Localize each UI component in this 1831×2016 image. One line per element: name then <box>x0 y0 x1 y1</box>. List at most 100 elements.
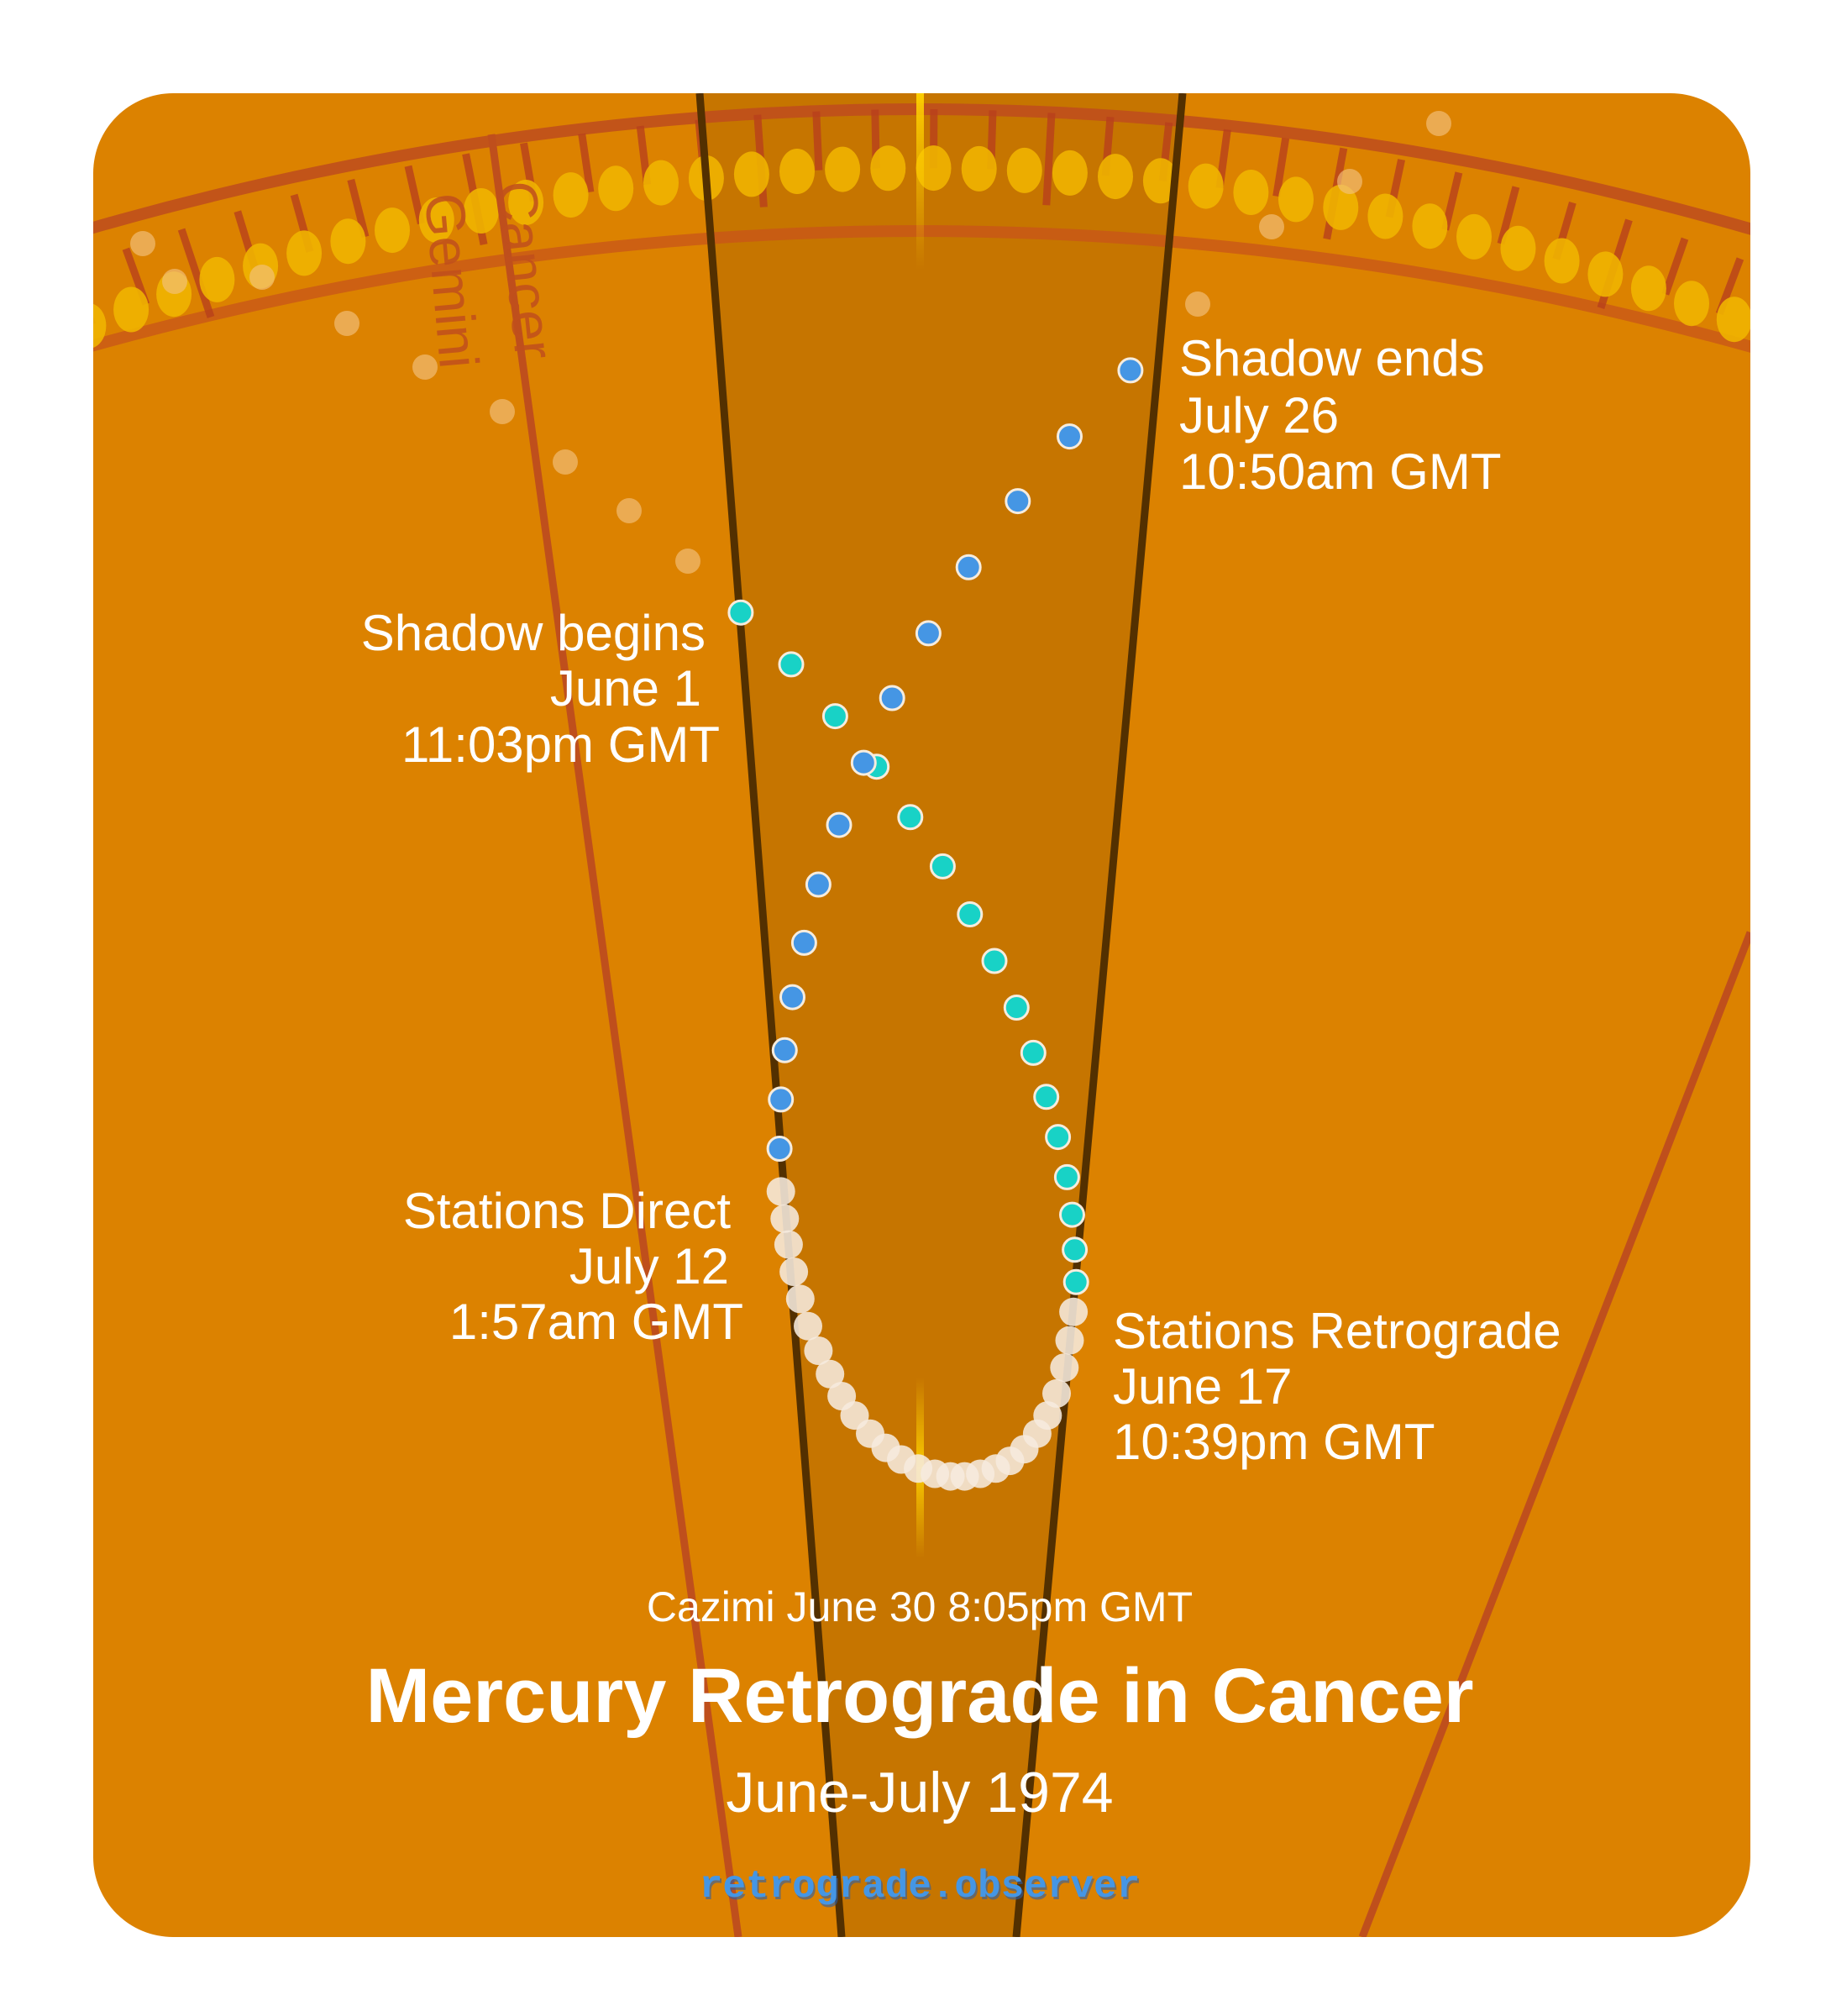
watermark-link[interactable]: retrograde.observer <box>700 1865 1141 1908</box>
degree-tick <box>347 178 370 239</box>
sun-center-line-top <box>916 93 924 270</box>
path-dot <box>1003 995 1030 1021</box>
sun-dot <box>29 320 64 365</box>
sun-dot <box>1630 265 1666 312</box>
pre-shadow-dots <box>727 599 1089 1295</box>
sun-dot <box>1412 203 1448 249</box>
sun-dot <box>1544 238 1580 284</box>
path-dot <box>816 1359 845 1389</box>
sign-label-gemini: Gemini <box>413 191 491 371</box>
degree-tick <box>1441 171 1463 231</box>
degree-tick <box>177 228 215 318</box>
sun-dot <box>463 188 499 234</box>
sun-dot <box>113 286 150 333</box>
path-dot <box>897 804 924 831</box>
sun-dot <box>779 149 815 194</box>
path-dot <box>774 1230 803 1259</box>
sun-dot <box>825 146 861 192</box>
shadow-end-boundary <box>1012 93 1187 1937</box>
path-dot <box>1062 1268 1089 1295</box>
sun-dot <box>1587 251 1624 297</box>
sun-dot <box>733 151 769 197</box>
shadow-ends-time: 10:50am GMT <box>1179 444 1501 500</box>
sun-dot <box>1500 225 1536 271</box>
sun-dot <box>508 180 544 225</box>
degree-tick <box>1497 186 1520 245</box>
path-dot <box>827 1382 857 1410</box>
label-stations-retrograde: Stations Retrograde June 17 10:39pm GMT <box>1113 1303 1561 1470</box>
shadow-ends-date: July 26 <box>1179 387 1339 444</box>
stations-direct-date: July 12 <box>569 1238 729 1294</box>
sun-dot <box>1716 297 1750 343</box>
degree-tick <box>93 268 96 326</box>
path-dot <box>850 749 877 776</box>
degree-tick <box>1272 137 1290 197</box>
path-dot <box>1059 1297 1089 1326</box>
path-dot <box>804 1336 833 1365</box>
path-dot <box>1042 1378 1071 1408</box>
sun-dot <box>1188 163 1224 209</box>
sun-dot <box>598 165 634 212</box>
sun-dot <box>0 339 22 384</box>
path-dot <box>805 871 832 898</box>
sun-dot <box>1006 147 1042 193</box>
sun-dot <box>1801 331 1831 376</box>
degree-tick <box>16 291 39 346</box>
sun-dot <box>1367 193 1403 239</box>
sign-boundary-line-right <box>1358 931 1750 1937</box>
path-dot <box>785 1284 815 1314</box>
faint-dots <box>130 111 1451 574</box>
path-dot <box>915 620 942 647</box>
post-shadow-dots <box>766 357 1144 1162</box>
sun-dot <box>643 160 679 206</box>
degree-tick <box>1661 237 1689 296</box>
shadow-begins-date: June 1 <box>550 660 701 717</box>
sun-dot <box>1674 281 1709 327</box>
path-dot <box>794 1311 822 1341</box>
sun-dot <box>286 230 323 276</box>
page-title: Mercury Retrograde in Cancer <box>365 1653 1473 1739</box>
sun-dot <box>870 145 906 192</box>
retrograde-loop-dots <box>766 1177 1089 1491</box>
path-dot <box>1117 357 1144 384</box>
path-dot <box>1020 1039 1047 1066</box>
path-dot <box>779 1257 809 1286</box>
path-dot <box>981 948 1008 974</box>
degree-tick <box>1826 303 1831 357</box>
sun-dot <box>553 172 589 218</box>
sun-dot <box>418 197 454 243</box>
shadow-wedge <box>700 93 1183 1937</box>
sun-dot <box>961 145 997 192</box>
sun-dot <box>1142 158 1178 204</box>
sun-path-dots <box>0 145 1831 384</box>
shadow-start-boundary <box>695 93 846 1937</box>
degree-tick <box>1042 113 1056 206</box>
path-dot <box>1062 1236 1089 1263</box>
sun-dot <box>199 256 235 302</box>
degree-tick <box>578 133 595 193</box>
watermark-shadow: retrograde.observer <box>701 1867 1142 1911</box>
path-dot <box>957 901 984 927</box>
path-dot <box>1055 1326 1084 1355</box>
shadow-begins-title: Shadow begins <box>361 605 706 661</box>
label-shadow-begins: Shadow begins June 1 11:03pm GMT <box>361 605 720 773</box>
path-dot <box>766 1136 793 1162</box>
path-dot <box>821 703 848 730</box>
sun-dot <box>93 302 107 349</box>
path-dot <box>1033 1084 1060 1110</box>
path-dot <box>778 651 805 678</box>
sun-dot <box>1052 150 1088 196</box>
sign-boundary-line <box>487 134 742 1937</box>
path-dot <box>1057 423 1083 450</box>
stations-retrograde-time: 10:39pm GMT <box>1113 1414 1435 1470</box>
sun-dot <box>1456 213 1492 260</box>
cazimi-label: Cazimi June 30 8:05pm GMT <box>647 1583 1193 1630</box>
sun-dot <box>1098 154 1133 200</box>
sun-dot <box>1759 313 1794 359</box>
sun-dot <box>330 218 366 265</box>
path-dot <box>1045 1124 1072 1151</box>
path-dot <box>771 1037 798 1063</box>
degree-tick <box>1773 281 1795 335</box>
degree-tick <box>404 165 425 225</box>
